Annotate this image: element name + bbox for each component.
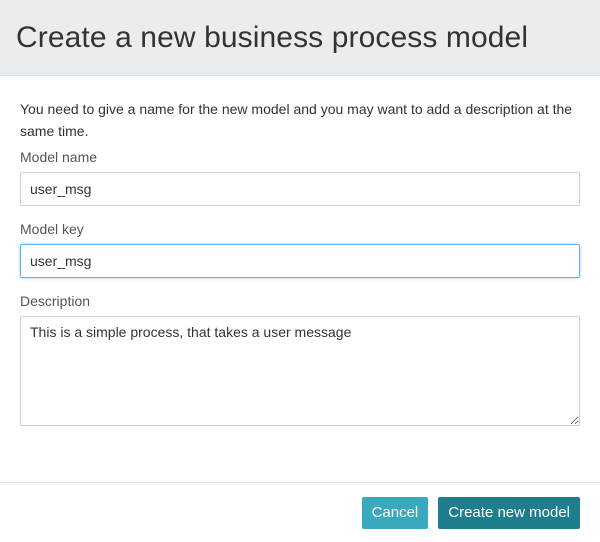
model-name-label: Model name [20, 149, 98, 165]
cancel-button[interactable]: Cancel [361, 496, 429, 529]
description-label: Description [20, 293, 91, 309]
dialog-footer: Cancel Create new model [0, 482, 600, 542]
model-name-input[interactable] [20, 172, 580, 206]
model-key-input[interactable] [20, 244, 580, 278]
model-key-group: Model key [20, 220, 580, 278]
dialog-header: Create a new business process model [0, 0, 600, 76]
model-key-label: Model key [20, 221, 84, 237]
description-textarea[interactable]: This is a simple process, that takes a u… [20, 316, 580, 426]
dialog-body: You need to give a name for the new mode… [0, 76, 600, 426]
description-group: Description This is a simple process, th… [20, 292, 580, 426]
model-name-group: Model name [20, 148, 580, 206]
intro-text: You need to give a name for the new mode… [20, 101, 573, 139]
dialog-title: Create a new business process model [16, 20, 529, 54]
create-model-button[interactable]: Create new model [438, 496, 580, 529]
